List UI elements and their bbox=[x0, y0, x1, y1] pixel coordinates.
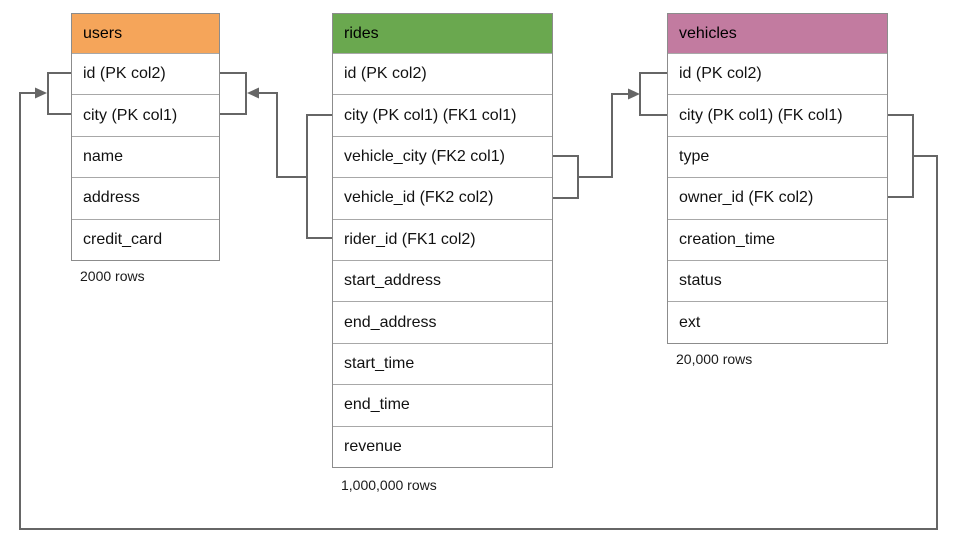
users-column-credit-card: credit_card bbox=[72, 218, 219, 260]
vehicles-column-type: type bbox=[668, 135, 887, 178]
rides-column-vehicle-id: vehicle_id (FK2 col2) bbox=[333, 177, 552, 219]
users-right-bracket bbox=[220, 72, 247, 115]
rides-row-count: 1,000,000 rows bbox=[341, 477, 437, 493]
arrowhead-into-users-right bbox=[247, 87, 259, 99]
rides-column-start-address: start_address bbox=[333, 259, 552, 302]
table-vehicles-header: vehicles bbox=[668, 14, 887, 53]
vehicles-column-id: id (PK col2) bbox=[668, 53, 887, 95]
users-column-id: id (PK col2) bbox=[72, 53, 219, 95]
rides-column-end-time: end_time bbox=[333, 384, 552, 426]
users-column-city: city (PK col1) bbox=[72, 94, 219, 136]
users-row-count: 2000 rows bbox=[80, 268, 145, 284]
table-vehicles: vehicles id (PK col2) city (PK col1) (FK… bbox=[667, 13, 888, 344]
rides-left-bracket bbox=[306, 114, 332, 239]
rides-column-city: city (PK col1) (FK1 col1) bbox=[333, 94, 552, 136]
vehicles-column-owner-id: owner_id (FK col2) bbox=[668, 177, 887, 219]
vehicles-column-city: city (PK col1) (FK col1) bbox=[668, 94, 887, 136]
rides-to-vehicles-shaft bbox=[578, 93, 628, 178]
rides-to-users-shaft bbox=[258, 92, 307, 178]
users-left-bracket bbox=[47, 72, 71, 115]
vehicles-left-bracket bbox=[639, 72, 667, 116]
rides-column-revenue: revenue bbox=[333, 425, 552, 467]
vehicles-column-ext: ext bbox=[668, 301, 887, 343]
rides-column-rider-id: rider_id (FK1 col2) bbox=[333, 218, 552, 260]
rides-right-bracket bbox=[553, 155, 579, 199]
relationship-rides-to-vehicles bbox=[553, 72, 667, 199]
users-column-name: name bbox=[72, 135, 219, 178]
rides-column-end-address: end_address bbox=[333, 301, 552, 343]
table-rides: rides id (PK col2) city (PK col1) (FK1 c… bbox=[332, 13, 553, 468]
rides-column-vehicle-city: vehicle_city (FK2 col1) bbox=[333, 135, 552, 178]
table-users-header: users bbox=[72, 14, 219, 53]
arrowhead-into-vehicles-left bbox=[628, 88, 640, 100]
table-users: users id (PK col2) city (PK col1) name a… bbox=[71, 13, 220, 261]
relationship-rides-to-users bbox=[220, 72, 332, 239]
users-column-address: address bbox=[72, 177, 219, 219]
table-rides-header: rides bbox=[333, 14, 552, 53]
vehicles-column-status: status bbox=[668, 259, 887, 302]
vehicles-row-count: 20,000 rows bbox=[676, 351, 753, 367]
rides-column-start-time: start_time bbox=[333, 342, 552, 385]
vehicles-column-creation-time: creation_time bbox=[668, 218, 887, 260]
rides-column-id: id (PK col2) bbox=[333, 53, 552, 95]
vehicles-right-bracket bbox=[888, 114, 914, 198]
arrowhead-into-users-left bbox=[35, 87, 47, 99]
